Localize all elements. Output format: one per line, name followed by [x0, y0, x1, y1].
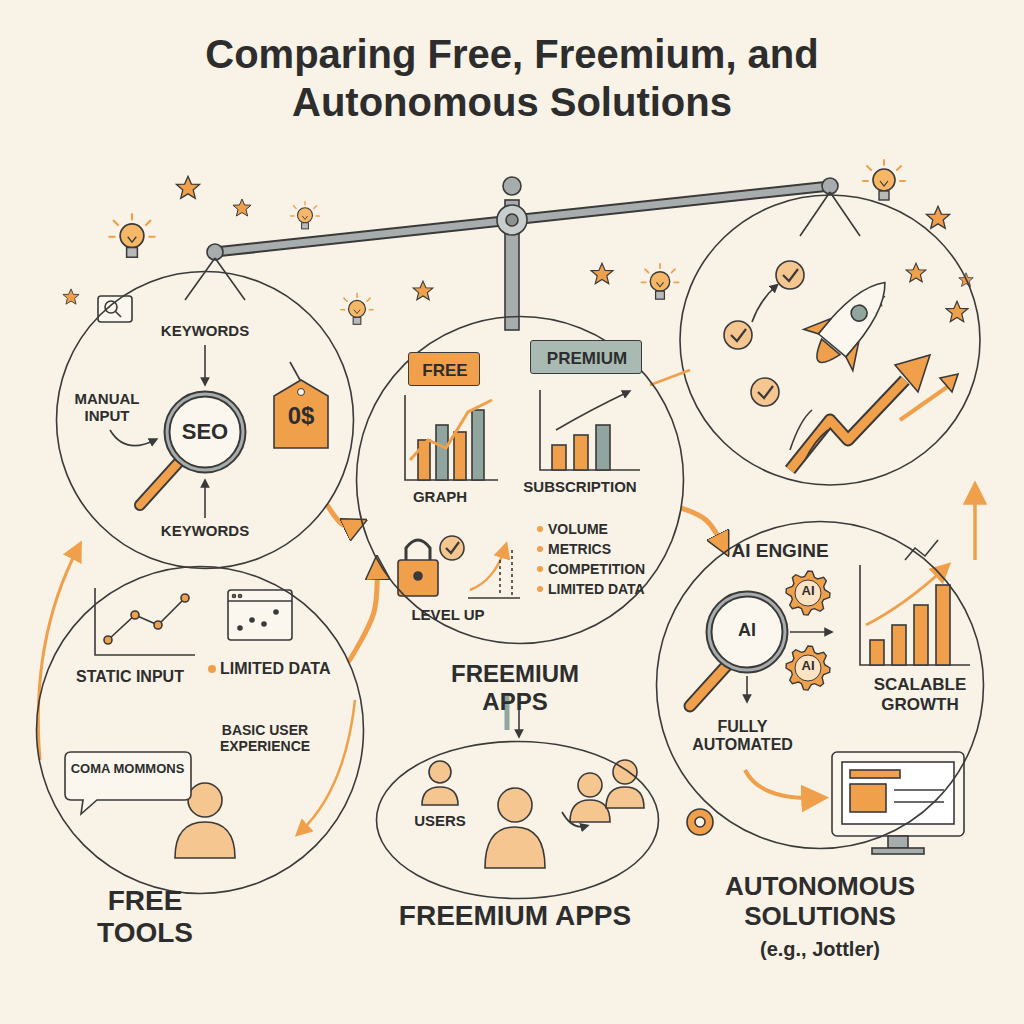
node-text: KEYWORDS [145, 522, 265, 539]
tool-circle: KEYWORDS MANUAL INPUT KEYWORDS SEO 0$ [55, 270, 355, 570]
node-text: LEVEL UP [398, 606, 498, 623]
node-text: FREEMIUM APPS [420, 660, 610, 715]
user-loop: USERS [375, 740, 660, 900]
node-text: 0$ [288, 402, 315, 430]
node-text: VOLUME [548, 521, 668, 537]
node-text: AI [785, 584, 831, 599]
node-text: LIMITED DATA [220, 660, 335, 678]
speech-bubble-outline [63, 750, 193, 822]
node-text: FREE [422, 361, 467, 381]
flow-arrow [682, 509, 725, 550]
node-text: KEYWORDS [145, 322, 265, 339]
caption-label: AUTONOMOUS SOLUTIONS [650, 872, 990, 932]
freemium-circle: GRAPH SUBSCRIPTION VOLUME METRICS COMPETITIO… [355, 315, 685, 645]
price-tag: 0$ [272, 378, 330, 450]
tool-circle-outline [35, 565, 365, 895]
node-text: METRICS [548, 541, 668, 557]
tier-box: FREE [408, 352, 480, 386]
node-text: GRAPH [395, 488, 485, 505]
node-text: LIMITED DATA [548, 581, 668, 597]
magnifier-lens: AI [705, 590, 789, 674]
tool-circle: STATIC INPUT LIMITED DATA BASIC USER EXPER… [35, 565, 365, 895]
node-text: BASIC USER EXPERIENCE [195, 722, 335, 754]
caption-label: (e.g., Jottler) [700, 938, 940, 961]
title: Comparing Free, Freemium, and Autonomous… [130, 30, 894, 126]
node-text: COMA MOMMONS [71, 762, 185, 777]
node-text: USERS [400, 812, 480, 829]
caption-label: FREE TOOLS [60, 885, 230, 949]
autonomous-circle: AI ENGINE FULLY AUTOMATED SCALABLE GROWTH A… [655, 520, 985, 850]
node-text: STATIC INPUT [70, 668, 190, 686]
node-text: MANUAL INPUT [62, 390, 152, 425]
node-text: SCALABLE GROWTH [860, 675, 980, 714]
tier-box: PREMIUM [530, 340, 642, 374]
flow-arrow [350, 563, 378, 661]
node-text: SUBSCRIPTION [505, 478, 655, 495]
node-text: AI [705, 620, 789, 641]
gear: AI [785, 645, 831, 691]
caption-label: FREEMIUM APPS [395, 900, 635, 932]
gear: AI [785, 570, 831, 616]
node-text: AI [785, 659, 831, 674]
node-text: AI ENGINE [705, 540, 855, 562]
node-text: PREMIUM [547, 349, 627, 369]
node-text: COMPETITION [548, 561, 668, 577]
node-text: FULLY AUTOMATED [680, 718, 805, 755]
node-text: SEO [163, 419, 247, 444]
speech-bubble: COMA MOMMONS [63, 750, 193, 808]
flow-arrow [328, 506, 361, 526]
magnifier-lens: SEO [163, 390, 247, 474]
